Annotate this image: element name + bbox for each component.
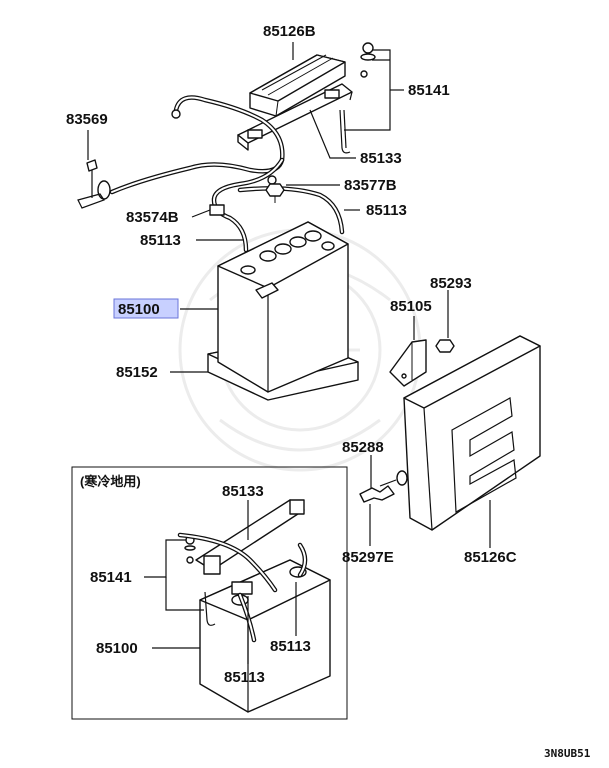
inset-battery xyxy=(199,559,331,713)
nut-85288 xyxy=(379,470,408,487)
footer-code: 3N8UB51 xyxy=(544,747,591,760)
label-85297E: 85297E xyxy=(342,549,394,566)
label-85133: 85133 xyxy=(360,150,402,167)
label-83574B: 83574B xyxy=(126,209,179,226)
inset-label-85133: 85133 xyxy=(222,483,264,500)
label-85113-b: 85113 xyxy=(140,232,181,249)
inset-title: (寒冷地用) xyxy=(80,474,141,489)
battery-cover-85126B xyxy=(249,54,346,117)
label-85293: 85293 xyxy=(430,275,472,292)
label-83577B: 83577B xyxy=(344,177,397,194)
wing-nut-85297E xyxy=(359,485,395,503)
inset-label-85100: 85100 xyxy=(96,640,138,657)
bolt-83577B xyxy=(265,183,285,203)
j-bolt-85141 xyxy=(339,42,376,154)
label-85100: 85100 xyxy=(118,301,160,318)
bolt-85293 xyxy=(435,339,455,353)
inset-label-85113-a: 85113 xyxy=(270,638,311,655)
battery-cable-harness xyxy=(109,95,345,253)
bracket-85105 xyxy=(389,339,427,387)
inset-hold-down-bar xyxy=(184,499,305,626)
label-85141: 85141 xyxy=(408,82,450,99)
label-85152: 85152 xyxy=(116,364,158,381)
hold-down-bar-85133 xyxy=(237,83,353,151)
battery-caps xyxy=(240,230,335,275)
label-85288: 85288 xyxy=(342,439,384,456)
highlight-85100 xyxy=(113,298,179,319)
inset-label-85113-b: 85113 xyxy=(224,669,265,686)
inset-label-85141: 85141 xyxy=(90,569,132,586)
grommet-83569 xyxy=(77,159,111,209)
label-85126B: 85126B xyxy=(263,23,316,40)
part-labels: 85126B 85141 83569 85133 83577B 83574B 8… xyxy=(66,23,517,686)
inset-cables xyxy=(177,532,308,643)
leader-lines xyxy=(87,42,491,664)
label-83569: 83569 xyxy=(66,111,108,128)
battery-85100 xyxy=(207,221,359,401)
inset-frame xyxy=(71,466,348,720)
battery-tray-85126C xyxy=(403,335,541,531)
label-85126C: 85126C xyxy=(464,549,517,566)
label-85105: 85105 xyxy=(390,298,432,315)
label-85113: 85113 xyxy=(366,202,407,219)
